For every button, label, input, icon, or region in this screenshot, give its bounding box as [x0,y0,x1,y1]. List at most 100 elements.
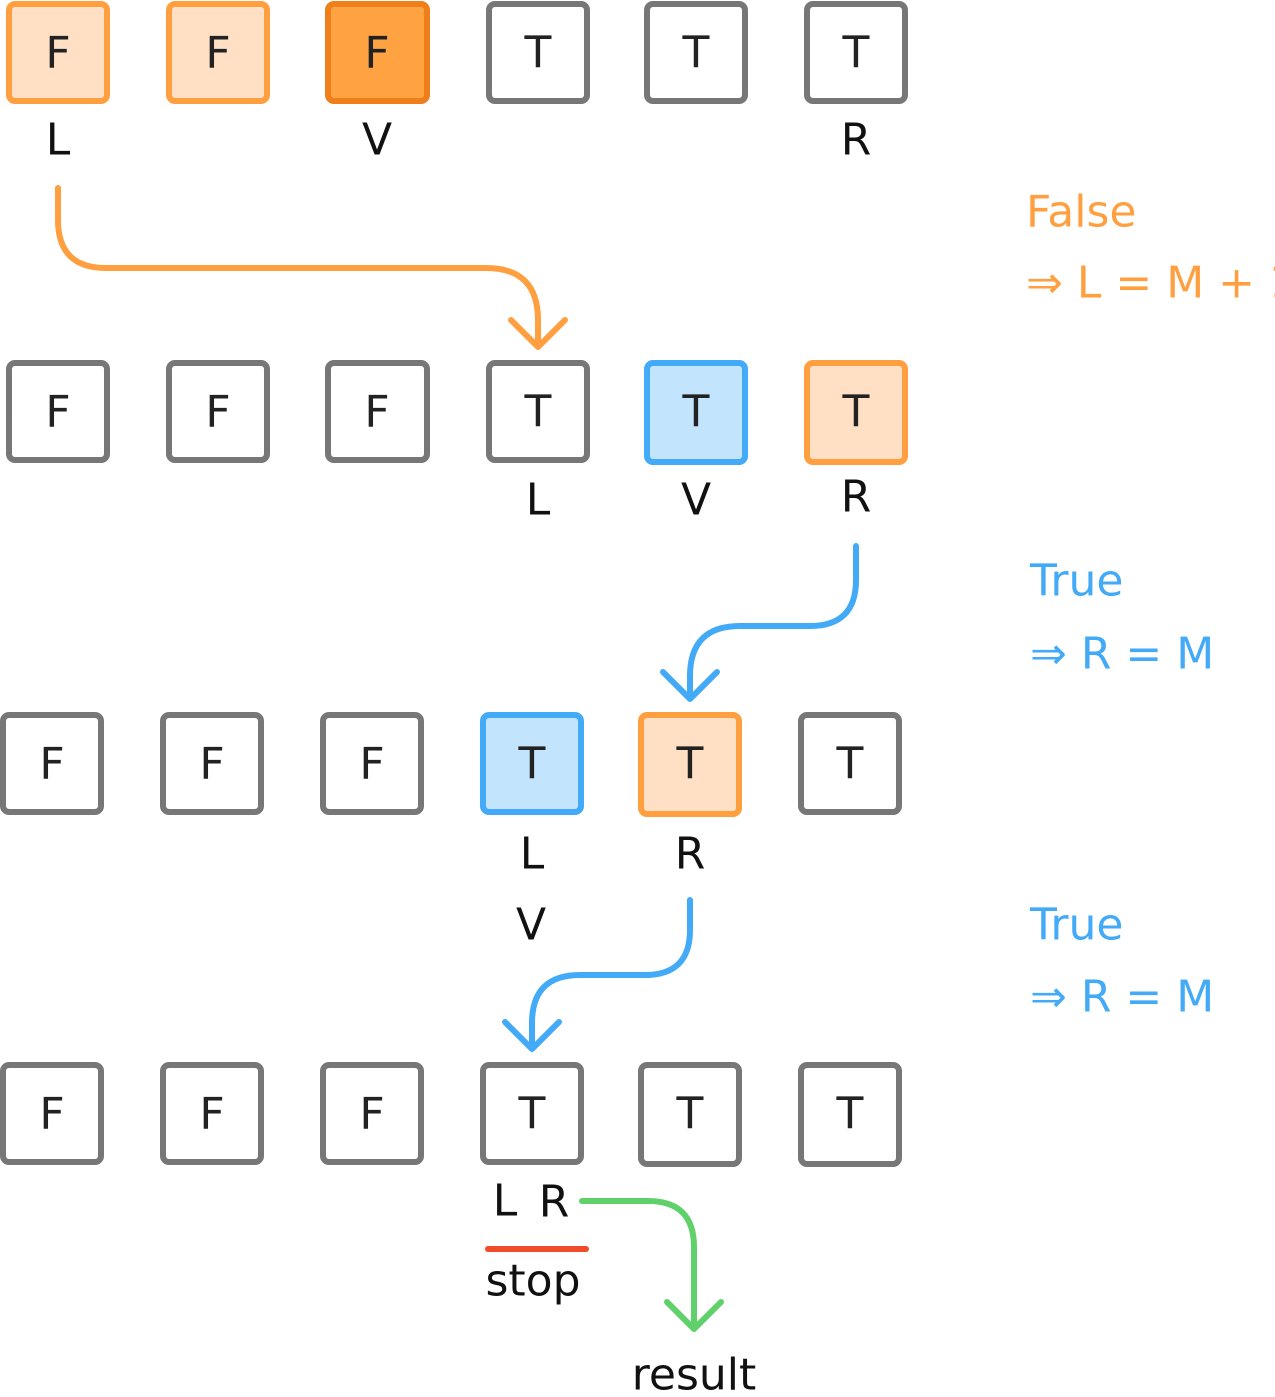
cell-value: T [676,1089,704,1140]
cell-value: F [199,1089,224,1140]
cell-r4-c3: F [320,1062,424,1165]
cell-r1-c1: F [6,1,110,104]
cell-r4-c1: F [0,1062,104,1165]
arrow-row3-to-row4 [502,897,693,1052]
cell-value: T [842,28,870,79]
cell-box [325,1,430,104]
cell-value: T [524,28,552,79]
cell-r1-c2: F [166,1,270,104]
cell-value: F [45,387,70,438]
cell-r4-c6: T [798,1062,902,1167]
cell-value: F [359,739,384,790]
arrow-path [687,543,859,700]
pointer-label: R [841,472,872,523]
pointer-label: R [539,1177,570,1228]
condition-label: True [1029,900,1123,951]
cell-r3-c2: F [160,712,264,815]
cell-box [798,1062,902,1167]
cell-r3-c1: F [0,712,104,815]
update-label: ⇒ L = M + 1 [1026,258,1275,309]
cell-value: T [836,1089,864,1140]
cell-box [0,1062,104,1165]
stop-label: stop [485,1256,580,1307]
cell-r1-c3: F [325,1,430,104]
cell-box [480,712,584,815]
cell-value: F [359,1089,384,1140]
condition-label: True [1029,556,1123,607]
condition-label: False [1026,187,1136,238]
cell-box [320,1062,424,1165]
arrow-row2-to-row3 [660,543,859,702]
cell-box [804,1,908,104]
cell-box [480,1062,584,1165]
cell-box [638,1062,742,1167]
cell-box [798,712,902,815]
cell-box [6,1,110,104]
cell-box [804,360,908,465]
arrow-head [508,317,568,350]
update-label: ⇒ R = M [1030,972,1214,1023]
cell-r1-c5: T [644,1,748,104]
row-3: F F F T T T L R V [0,712,902,951]
cell-r4-c5: T [638,1062,742,1167]
cell-r2-c2: F [166,360,270,463]
cell-box [644,1,748,104]
arrow-to-result [579,1198,724,1332]
cell-box [6,360,110,463]
cell-value: F [199,739,224,790]
cell-r4-c2: F [160,1062,264,1165]
cell-value: F [205,28,230,79]
cell-r2-c6: T [804,360,908,465]
arrow-path [55,185,541,348]
cell-r2-c5: T [644,360,748,465]
pointer-label: L [520,829,545,880]
cell-box [160,1062,264,1165]
cell-r1-c6: T [804,1,908,104]
arrow-head [660,669,720,702]
row-2: F F F T T T L V R [6,360,908,526]
cell-box [160,712,264,815]
note-3: True ⇒ R = M [1029,900,1214,1023]
pointer-label: V [516,900,546,951]
cell-r4-c4: T [480,1062,584,1165]
cell-r3-c3: F [320,712,424,815]
arrow-head [664,1299,724,1332]
cell-box [486,1,590,104]
pointer-label: V [362,115,392,166]
cell-value: F [39,739,64,790]
pointer-label: L [526,475,551,526]
cell-box [0,712,104,815]
pointer-label: R [841,115,872,166]
note-2: True ⇒ R = M [1029,556,1214,680]
row-4: F F F T T T L R [0,1062,902,1228]
row-1: F F F T T T L V R [6,1,908,166]
cell-r2-c3: F [325,360,430,463]
cell-value: T [524,387,552,438]
cell-r2-c4: T [486,360,590,463]
cell-r3-c4: T [480,712,584,815]
cell-value: T [518,739,546,790]
arrow-row1-to-row2 [55,185,568,350]
cell-r3-c6: T [798,712,902,815]
pointer-label: V [681,475,711,526]
cell-value: F [364,28,389,79]
cell-value: T [518,1089,546,1140]
cell-box [325,360,430,463]
cell-r2-c1: F [6,360,110,463]
cell-box [644,360,748,465]
cell-r3-c5: T [638,712,742,817]
pointer-label: L [493,1176,518,1227]
cell-value: F [45,28,70,79]
update-label: ⇒ R = M [1030,629,1214,680]
cell-value: F [364,387,389,438]
cell-value: T [682,28,710,79]
pointer-label: R [675,829,706,880]
cell-box [166,360,270,463]
cell-value: F [39,1089,64,1140]
cell-box [320,712,424,815]
pointer-label: L [46,115,71,166]
arrow-path [529,897,693,1049]
result-label: result [632,1350,756,1397]
cell-value: T [682,387,710,438]
